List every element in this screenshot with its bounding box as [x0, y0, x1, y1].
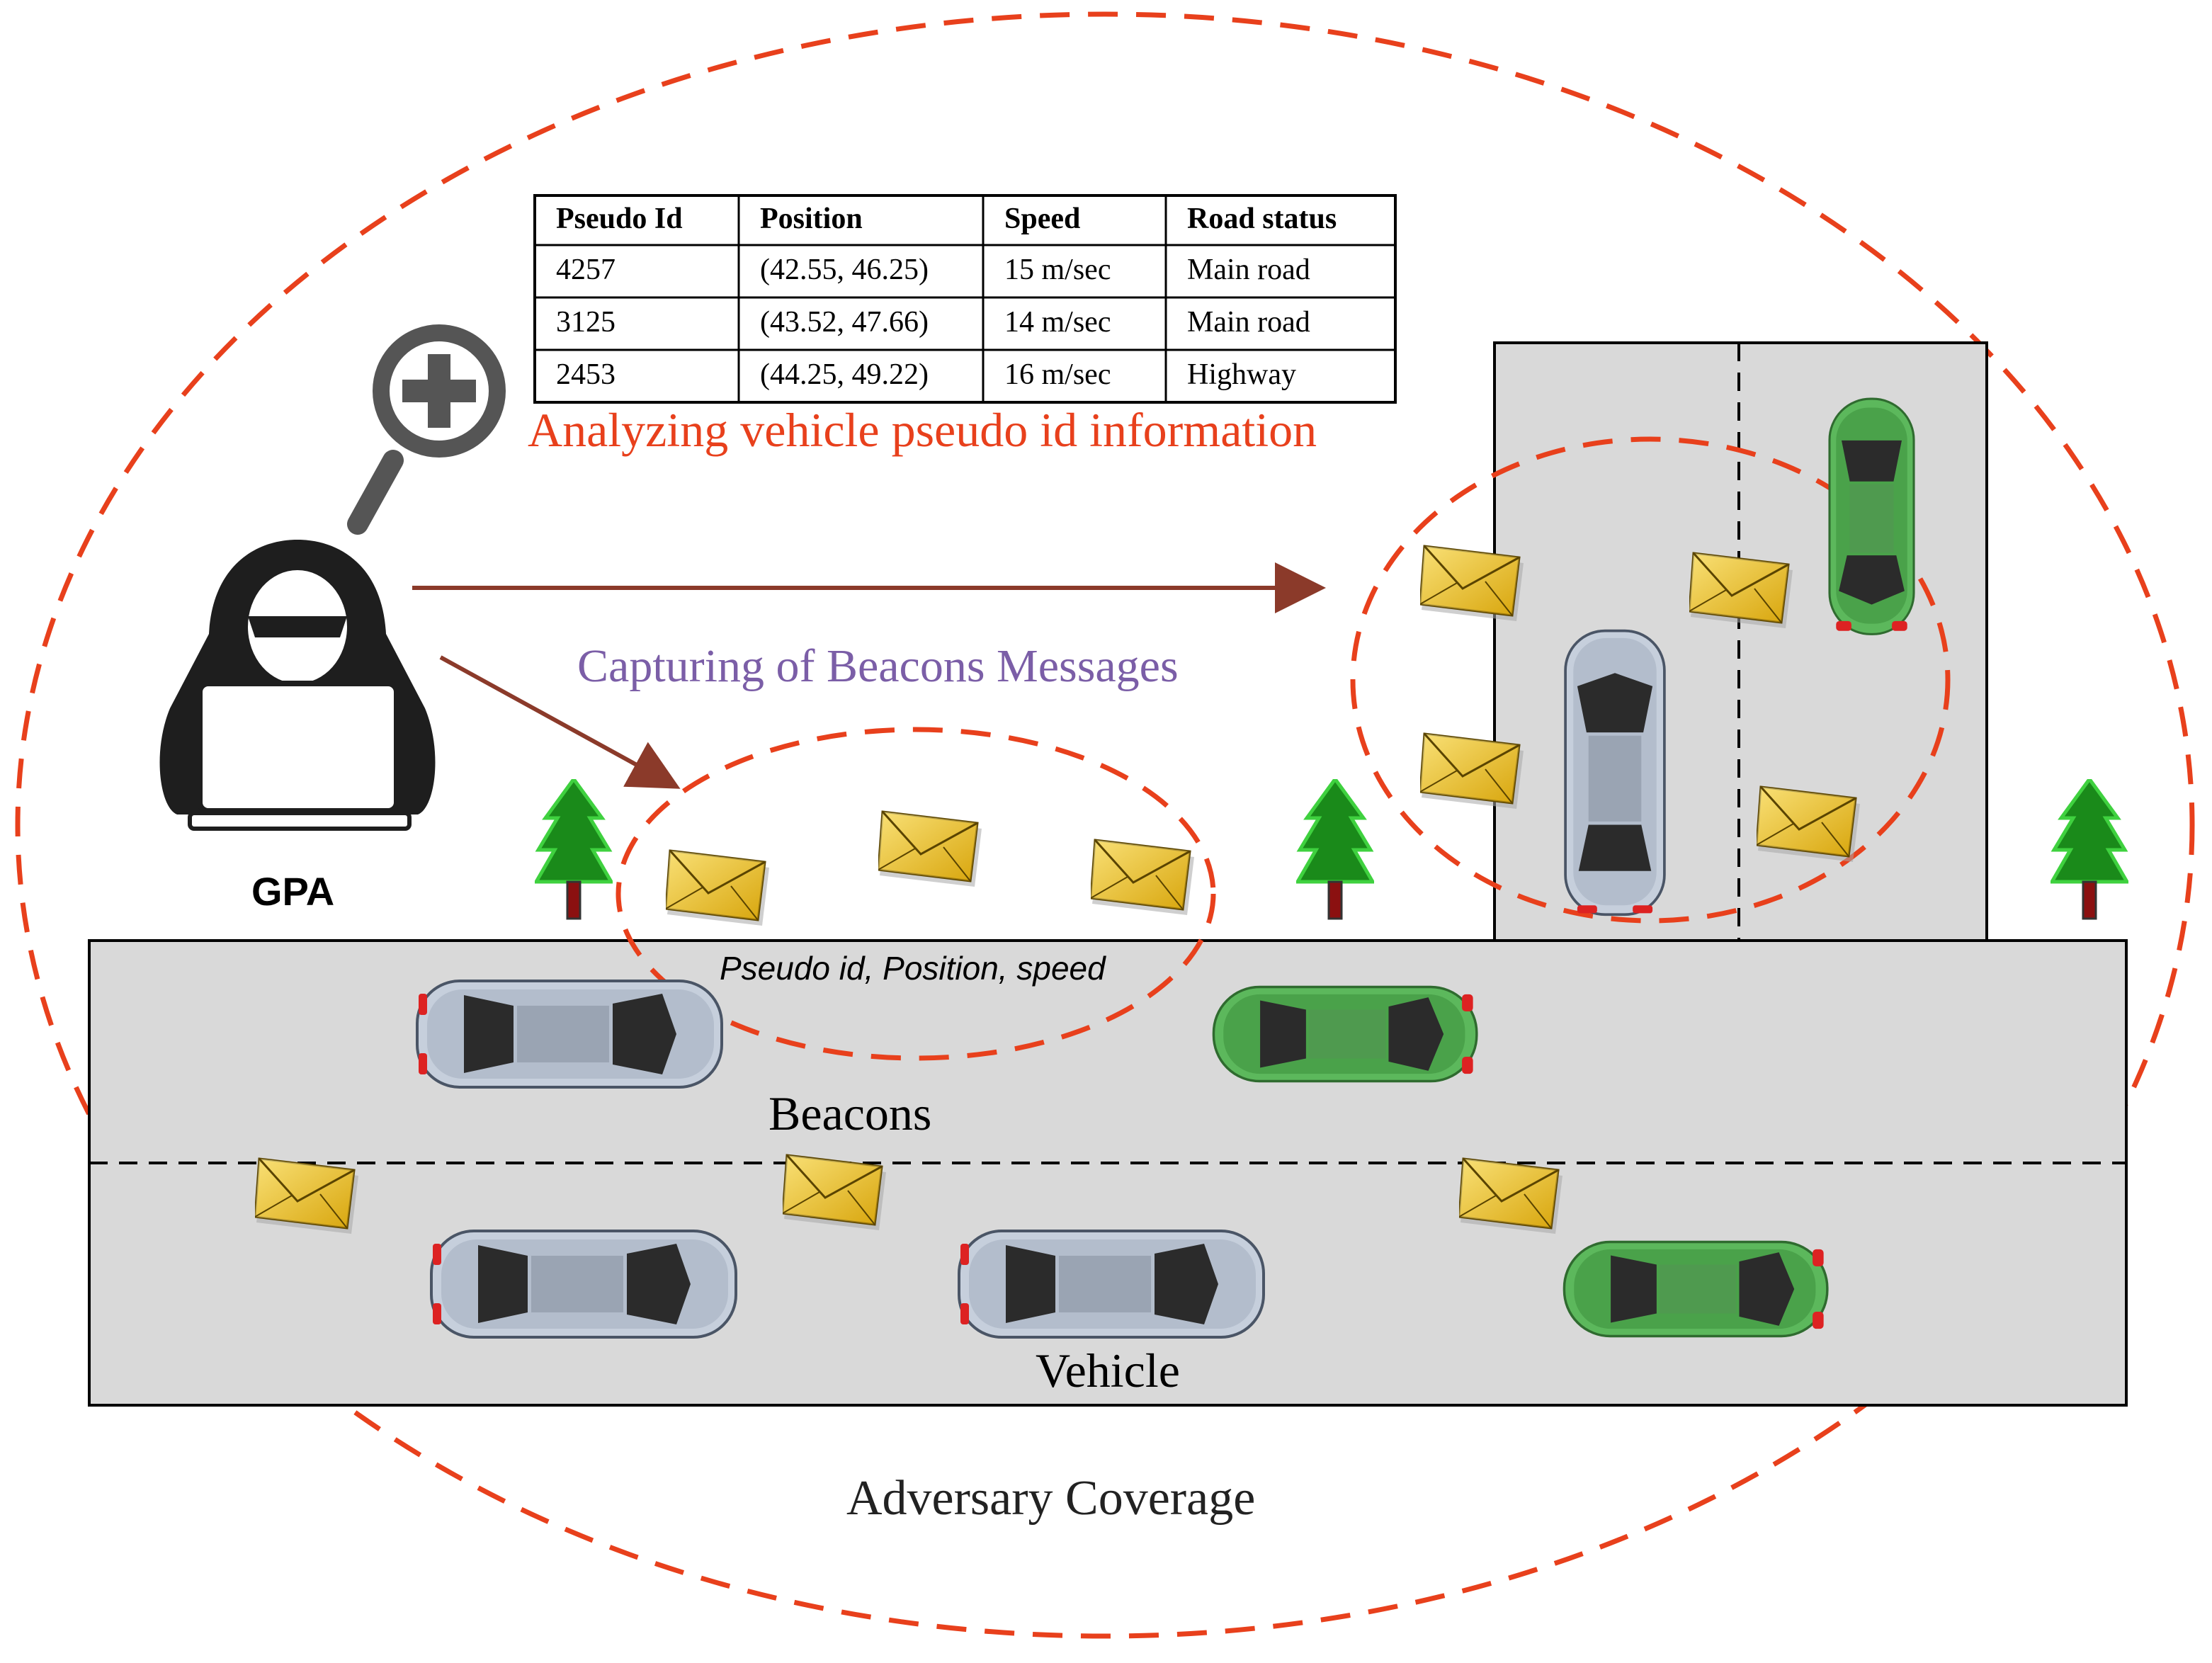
table-cell: Main road	[1187, 306, 1310, 339]
table-cell: 15 m/sec	[1004, 254, 1111, 286]
envelope-icon	[1091, 839, 1196, 916]
pseudo-id-table: Pseudo Id Position Speed Road status 425…	[533, 194, 1397, 404]
table-cell: Highway	[1187, 358, 1296, 391]
car-top-view-icon	[1213, 987, 1476, 1082]
table-cell: Main road	[1187, 254, 1310, 286]
car-top-view-icon	[1828, 397, 1915, 636]
hooded-hacker-icon	[159, 540, 436, 831]
car-top-view-icon	[1562, 1240, 1829, 1338]
pine-tree-icon	[1298, 779, 1373, 919]
envelope-icon	[1689, 552, 1794, 630]
table-cell: (43.52, 47.66)	[760, 306, 929, 339]
car-top-view-icon	[1564, 629, 1666, 916]
car-top-view-icon	[958, 1230, 1265, 1339]
beacon-capture-ellipse	[616, 727, 1216, 1061]
envelope-icon	[783, 1154, 887, 1232]
envelope-icon	[255, 1157, 360, 1235]
beacons-label: Beacons	[768, 1086, 931, 1140]
table-cell: (42.55, 46.25)	[760, 254, 929, 286]
envelope-icon	[878, 810, 983, 888]
table-header-cell: Road status	[1187, 203, 1337, 235]
car-top-view-icon	[430, 1230, 737, 1339]
table-header-cell: Speed	[1004, 203, 1080, 235]
vehicle-label: Vehicle	[1036, 1344, 1180, 1397]
envelope-icon	[666, 849, 771, 927]
table-cell: 2453	[556, 358, 616, 391]
table-cell: 3125	[556, 306, 616, 339]
table-cell: 16 m/sec	[1004, 358, 1111, 391]
capturing-caption: Capturing of Beacons Messages	[577, 640, 1179, 692]
table-cell: 4257	[556, 254, 616, 286]
car-top-view-icon	[416, 980, 723, 1089]
adversary-coverage-label: Adversary Coverage	[846, 1471, 1255, 1526]
table-header-cell: Position	[760, 203, 863, 235]
table-header-cell: Pseudo Id	[556, 203, 683, 235]
beacon-fields-label: Pseudo id, Position, speed	[720, 950, 1106, 987]
pine-tree-icon	[2052, 779, 2127, 919]
side-road-capture-ellipse	[1350, 436, 1951, 924]
magnifier-plus-icon	[347, 324, 506, 535]
table-cell: 14 m/sec	[1004, 306, 1111, 339]
gpa-label: GPA	[251, 869, 334, 914]
table-cell: (44.25, 49.22)	[760, 358, 929, 391]
pine-tree-icon	[536, 779, 611, 919]
arrow-to-beacons	[439, 655, 681, 789]
envelope-icon	[1757, 785, 1861, 863]
envelope-icon	[1420, 732, 1525, 810]
analyzing-caption: Analyzing vehicle pseudo id information	[528, 403, 1317, 457]
envelope-icon	[1420, 545, 1525, 623]
envelope-icon	[1459, 1157, 1564, 1235]
adversary-coverage-ellipse	[15, 11, 2195, 1639]
